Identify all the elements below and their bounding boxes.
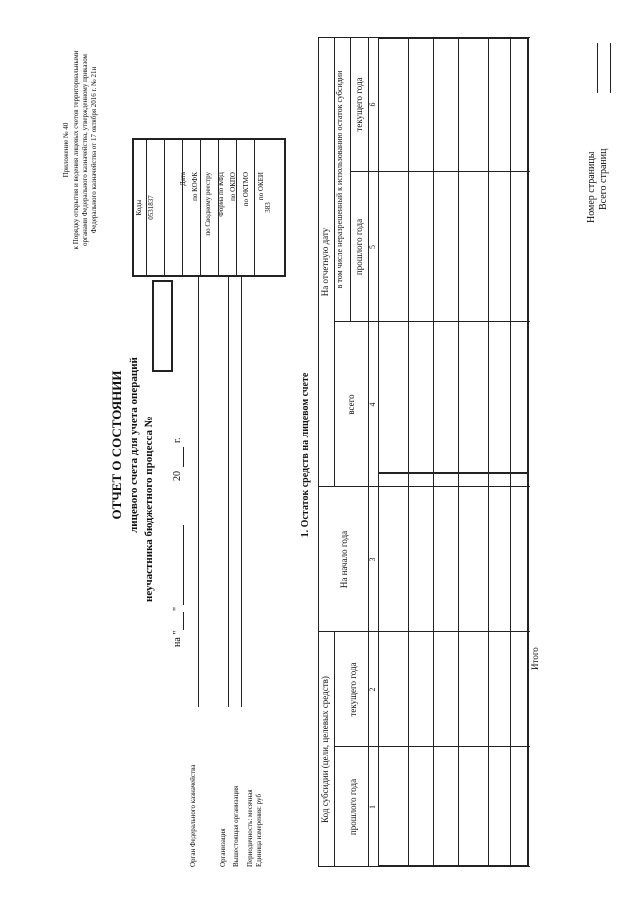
row-line-1 <box>408 37 409 867</box>
col-num-2: 2 <box>368 687 377 692</box>
account-number-box[interactable] <box>152 280 173 372</box>
col-header-cur-year: текущего года <box>348 662 358 717</box>
row-line-3 <box>458 37 459 867</box>
col-header-unused: в том числе неразрешенный к использовани… <box>335 70 344 289</box>
codes-line-5 <box>236 140 237 275</box>
appendix-line-4: Федерального казначейства от 17 октября … <box>90 66 98 234</box>
col-header-prev-year-2: прошлого года <box>354 218 364 276</box>
code-value-okei: 383 <box>264 202 272 213</box>
report-title: ОТЧЕТ О СОСТОЯНИИ <box>109 370 124 520</box>
codes-line-2 <box>182 140 183 275</box>
date-year-suffix: г. <box>172 437 183 443</box>
section1-table: Код субсидии (цели, целевых средств) про… <box>318 37 530 867</box>
label-federal-treasury: Орган Федерального казначейства <box>189 764 197 867</box>
codes-header: Коды <box>135 199 143 216</box>
codes-line-6 <box>254 140 255 275</box>
appendix-line-2: к Порядку открытия и ведения лицевых сче… <box>72 50 80 250</box>
date-prefix: на " <box>172 630 183 647</box>
row-line-4 <box>488 37 489 867</box>
col-num-4: 4 <box>368 402 377 407</box>
total-pages-label: Всего страниц <box>598 148 609 210</box>
col-num-3: 3 <box>368 557 377 562</box>
code-value-form: 0531837 <box>147 195 155 220</box>
label-periodicity: Периодичность: месячная <box>246 789 254 867</box>
codes-line-3 <box>200 140 201 275</box>
date-year-line <box>183 447 184 467</box>
hdr-line-4 <box>378 37 379 867</box>
col-num-5: 5 <box>368 245 377 249</box>
col-header-code-group: Код субсидии (цели, целевых средств) <box>320 676 330 823</box>
appendix-line-1: Приложение № 40 <box>62 122 70 178</box>
organization-line[interactable] <box>228 275 229 707</box>
col-header-total: всего <box>346 394 356 415</box>
col-header-report-date: На отчетную дату <box>320 227 330 297</box>
report-subtitle-2: неучастника бюджетного процесса № <box>143 416 155 602</box>
page-number-label: Номер страницы <box>586 151 597 223</box>
date-quote: " <box>172 606 183 611</box>
data-frame-right <box>378 37 529 472</box>
parent-org-line[interactable] <box>241 275 242 707</box>
label-unit: Единица измерения: руб <box>255 793 263 867</box>
col-header-prev-year: прошлого года <box>348 778 358 836</box>
row-line-5 <box>510 37 511 867</box>
col-header-cur-year-2: текущего года <box>354 77 364 132</box>
label-parent-org: Вышестоящая организация <box>232 785 240 867</box>
appendix-line-3: органами Федерального казначейства, утве… <box>81 54 89 247</box>
col-num-1: 1 <box>368 805 377 809</box>
date-year-prefix: 20 <box>172 471 183 481</box>
col-sep-1 <box>334 746 530 747</box>
codes-box: Коды 0531837 383 <box>132 138 286 277</box>
data-frame <box>378 472 529 867</box>
total-label: Итого <box>530 647 540 670</box>
row-line-2 <box>433 37 434 867</box>
col-header-start-year: На начало года <box>339 530 349 589</box>
section1-title: 1. Остаток средств на лицевом счете <box>300 372 311 538</box>
label-organization: Организация <box>219 828 227 867</box>
codes-line-4 <box>218 140 219 275</box>
hdr-line-1a <box>334 632 335 867</box>
codes-line-1 <box>164 140 165 275</box>
hdr-line-2 <box>350 37 351 322</box>
date-day-line <box>183 612 184 630</box>
col-num-6: 6 <box>368 102 377 107</box>
report-subtitle-1: лицевого счета для учета операций <box>128 357 140 533</box>
table-top <box>318 37 319 867</box>
federal-treasury-line[interactable] <box>198 275 199 707</box>
total-pages-line[interactable] <box>610 43 611 93</box>
page-number-line[interactable] <box>597 43 598 93</box>
date-month-line <box>183 525 184 605</box>
